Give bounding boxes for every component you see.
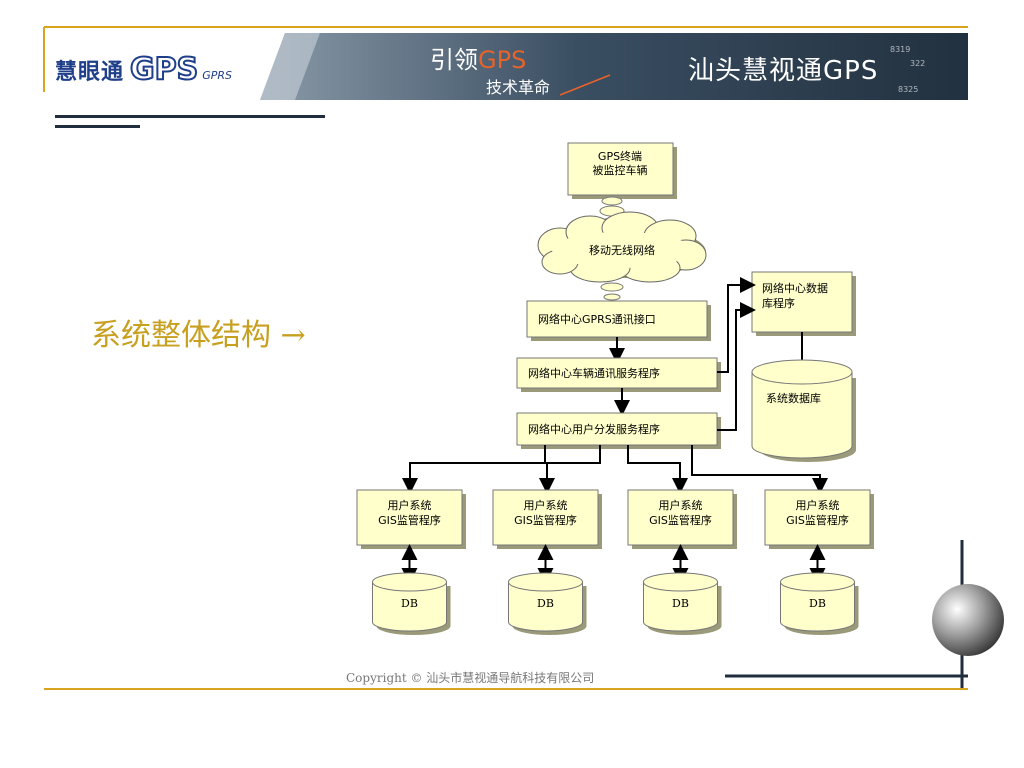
slogan-line1: 引领GPS [430, 40, 526, 75]
logo-gps: GPS [129, 51, 199, 88]
copyright-text: Copyright © 汕头市慧视通导航科技有限公司 [346, 671, 595, 685]
client-db-cylinder [643, 582, 718, 632]
svg-text:322: 322 [910, 59, 925, 68]
client-line2: GIS监管程序 [514, 513, 577, 527]
client-line2: GIS监管程序 [649, 513, 712, 527]
client-line1: 用户系统 [388, 498, 432, 512]
gprs-link-bubbles [600, 282, 624, 301]
client-db-cylinder [372, 582, 447, 632]
right-decoration [725, 540, 1004, 690]
client-line2: GIS监管程序 [786, 513, 849, 527]
banner-dark-panel [260, 33, 968, 100]
user-dispatch-service-label: 网络中心用户分发服务程序 [528, 422, 660, 436]
vehicle-comm-service-label: 网络中心车辆通讯服务程序 [528, 366, 660, 380]
svg-text:8319: 8319 [890, 45, 910, 54]
header-accent-bar-short [55, 125, 140, 128]
slogan-line2: 技术革命 [486, 78, 551, 97]
gprs-interface-node: 网络中心GPRS通讯接口 [526, 300, 711, 341]
svg-text:8325: 8325 [898, 85, 918, 94]
gps-terminal-line1: GPS终端 [598, 149, 642, 163]
db-program-line1: 网络中心数据 [762, 281, 828, 295]
client-db-label: DB [537, 597, 554, 610]
header-banner: 8319 322 8325 [43, 26, 968, 100]
brand-title: 汕头慧视通GPS [688, 56, 879, 86]
fanout-arrows [402, 445, 828, 494]
client-db-label: DB [809, 597, 826, 610]
db-program-node: 网络中心数据 库程序 [751, 271, 856, 336]
client-db-label: DB [672, 597, 689, 610]
system-database-cylinder: 系统数据库 [751, 359, 856, 462]
user-dispatch-service-node: 网络中心用户分发服务程序 [516, 412, 721, 449]
system-database-label: 系统数据库 [766, 391, 821, 405]
client-box [627, 489, 734, 546]
vehicle-comm-service-node: 网络中心车辆通讯服务程序 [516, 357, 721, 392]
db-program-line2: 库程序 [762, 296, 795, 310]
wireless-network-cloud: 移动无线网络 [537, 211, 707, 283]
client-db-cylinder [780, 582, 855, 632]
client-db-label: DB [401, 597, 418, 610]
gprs-interface-label: 网络中心GPRS通讯接口 [538, 312, 656, 326]
client-box [492, 489, 599, 546]
wireless-network-label: 移动无线网络 [589, 243, 655, 257]
client-box [764, 489, 871, 546]
client-nodes: 用户系统GIS监管程序DB用户系统GIS监管程序DB用户系统GIS监管程序DB用… [356, 489, 874, 635]
logo-text: 慧眼通 [55, 60, 125, 85]
client-box [356, 489, 463, 546]
slide-title: 系统整体结构 → [91, 318, 306, 353]
slogan-gps: GPS [478, 46, 527, 74]
client-db-cylinder [508, 582, 583, 632]
gps-terminal-line2: 被监控车辆 [593, 163, 648, 177]
client-line1: 用户系统 [796, 498, 840, 512]
header-accent-bar [55, 115, 325, 118]
arrow-dispatch-to-dbprogram [717, 302, 756, 431]
gps-terminal-node: GPS终端 被监控车辆 [567, 142, 677, 199]
client-line1: 用户系统 [524, 498, 568, 512]
slogan-prefix: 引领 [430, 46, 478, 74]
logo-gprs: GPRS [202, 69, 233, 82]
client-line2: GIS监管程序 [378, 513, 441, 527]
client-line1: 用户系统 [659, 498, 703, 512]
arrow-vehicle-to-dbprogram [717, 277, 756, 373]
